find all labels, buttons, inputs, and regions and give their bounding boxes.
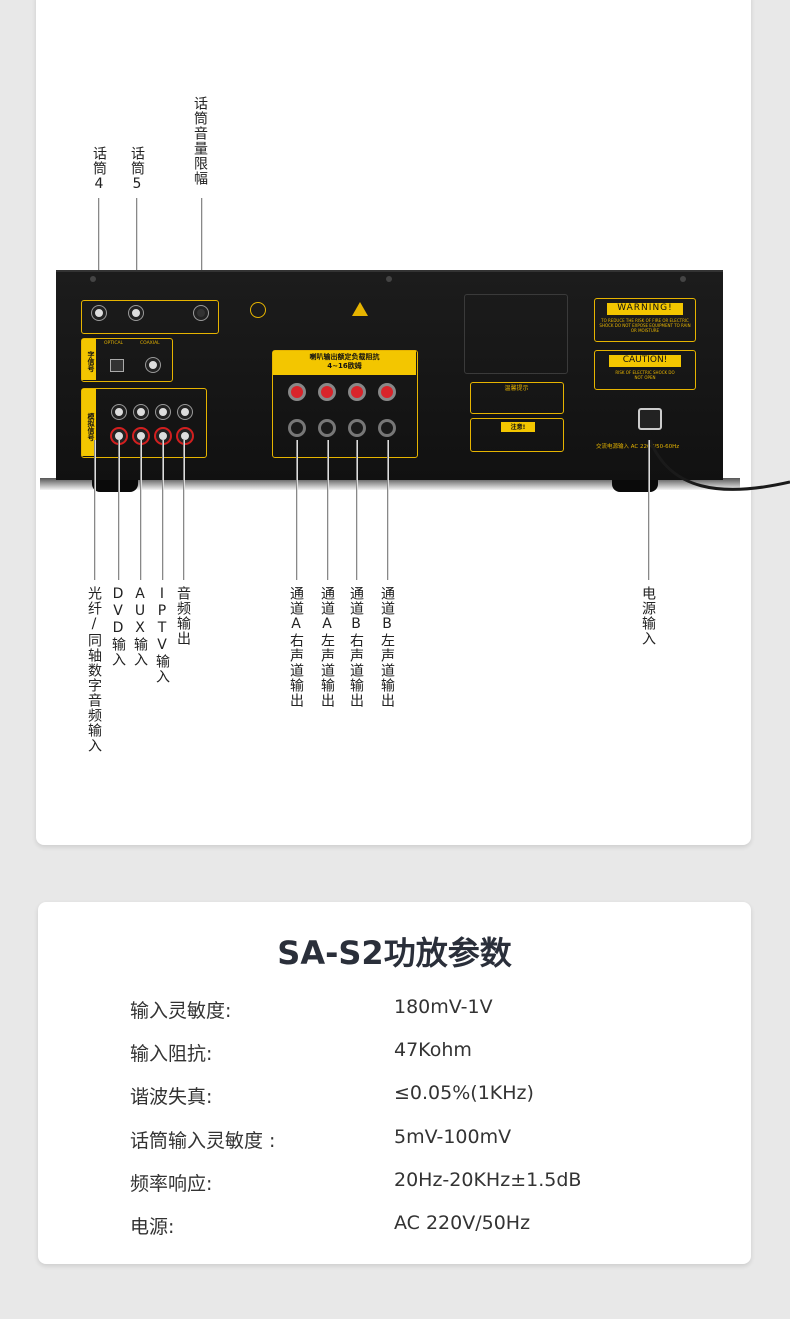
ch-b-left-black-post [378, 419, 396, 437]
label-audio-out: 音频输出 [175, 586, 191, 646]
triangle-icon [352, 302, 368, 316]
label-mic-limit: 话筒音量限幅 [192, 96, 208, 186]
leader-line [356, 440, 358, 580]
iptv-jack-l [156, 405, 170, 419]
optical-port [110, 359, 124, 372]
certification-icon [250, 302, 266, 318]
leader-line [94, 440, 96, 580]
spec-key: 频率响应: [130, 1173, 213, 1195]
screw-icon [90, 276, 96, 282]
leader-line [296, 440, 298, 580]
label-mic4: 话筒4 [91, 146, 107, 193]
mic5-jack [129, 306, 143, 320]
mic-input-box [81, 300, 219, 334]
ch-b-left-red-post [378, 383, 396, 401]
coaxial-jack [146, 358, 160, 372]
leader-line [201, 198, 203, 308]
label-optical-coax: 光纤/同轴数字音频输入 [86, 586, 102, 753]
power-socket-icon [638, 408, 662, 430]
leader-line [648, 440, 650, 580]
label-power-in: 电源输入 [640, 586, 656, 646]
caution-text: RISK OF ELECTRIC SHOCK DO NOT OPEN [615, 370, 675, 380]
leader-line [140, 440, 142, 580]
leader-line [136, 198, 138, 308]
label-ch-b-left: 通道B左声道输出 [379, 586, 395, 708]
ch-a-left-red-post [318, 383, 336, 401]
audio-out-jack-l [178, 405, 192, 419]
ch-a-right-red-post [288, 383, 306, 401]
spec-value: AC 220V/50Hz [394, 1212, 531, 1234]
leader-line [183, 440, 185, 580]
ac-input-label: 交流电源输入 AC 220V/50-60Hz [596, 444, 680, 450]
audio-out-jack-r [178, 429, 192, 443]
label-ch-a-left: 通道A左声道输出 [319, 586, 335, 708]
warm-tip-title: 温馨提示 [504, 385, 529, 392]
spec-key: 电源: [130, 1216, 175, 1238]
aux-jack-l [134, 405, 148, 419]
spec-key: 谐波失真: [130, 1086, 213, 1108]
spec-key: 话筒输入灵敏度 : [130, 1130, 276, 1152]
power-cable [648, 439, 790, 491]
screw-icon [680, 276, 686, 282]
optical-label: OPTICAL [104, 341, 124, 346]
screw-icon [386, 276, 392, 282]
spec-value: 5mV-100mV [394, 1126, 512, 1148]
analog-io-box: 模拟信号 [81, 388, 207, 458]
label-iptv: IPTV输入 [154, 586, 170, 684]
spec-value: ≤0.05%(1KHz) [394, 1082, 534, 1104]
ch-b-right-red-post [348, 383, 366, 401]
spec-value: 47Kohm [394, 1039, 472, 1061]
warning-title: WARNING! [607, 303, 683, 315]
dvd-jack-l [112, 405, 126, 419]
label-ch-a-right: 通道A右声道输出 [288, 586, 304, 708]
spec-value: 20Hz-20KHz±1.5dB [394, 1169, 582, 1191]
leader-line [162, 440, 164, 580]
mic4-jack [92, 306, 106, 320]
spec-card: SA-S2功放参数 输入灵敏度: 180mV-1V 输入阻抗: 47Kohm 谐… [38, 902, 751, 1264]
label-mic5: 话筒5 [129, 146, 145, 193]
notice-label: 注意! [501, 422, 535, 432]
spec-value: 180mV-1V [394, 996, 493, 1018]
warning-box: WARNING! TO REDUCE THE RISK OF FIRE OR E… [594, 298, 696, 342]
digital-label: 字信号 [82, 339, 96, 380]
speaker-output-box: 喇叭输出额定负载阻抗 4~16欧姆 [272, 350, 418, 458]
warning-text: TO REDUCE THE RISK OF FIRE OR ELECTRIC S… [599, 318, 691, 333]
ch-a-left-black-post [318, 419, 336, 437]
speaker-header: 喇叭输出额定负载阻抗 4~16欧姆 [273, 351, 416, 375]
digital-input-box: 字信号 OPTICAL COAXIAL [81, 338, 173, 382]
spec-key: 输入灵敏度: [130, 1000, 232, 1022]
spec-title: SA-S2功放参数 [277, 934, 512, 972]
leader-line [98, 198, 100, 308]
blank-plate [464, 294, 568, 374]
caution-box: CAUTION! RISK OF ELECTRIC SHOCK DO NOT O… [594, 350, 696, 390]
warm-tip-box: 温馨提示 [470, 382, 564, 414]
ch-b-right-black-post [348, 419, 366, 437]
caution-title: CAUTION! [609, 355, 681, 367]
label-ch-b-right: 通道B右声道输出 [348, 586, 364, 708]
coaxial-label: COAXIAL [140, 341, 160, 346]
speaker-ohm-text: 4~16欧姆 [327, 362, 362, 371]
panel-base [40, 478, 740, 490]
leader-line [327, 440, 329, 580]
analog-label: 模拟信号 [82, 389, 96, 456]
ch-a-right-black-post [288, 419, 306, 437]
spec-key: 输入阻抗: [130, 1043, 213, 1065]
amplifier-rear-panel: 字信号 OPTICAL COAXIAL 模拟信号 喇叭输出额定负载阻抗 4~16… [56, 270, 723, 480]
label-dvd: DVD输入 [110, 586, 126, 667]
leader-line [118, 440, 120, 580]
notice-box: 注意! [470, 418, 564, 452]
leader-line [387, 440, 389, 580]
label-aux: AUX输入 [132, 586, 148, 667]
mic-limit-knob [194, 306, 208, 320]
speaker-header-text: 喇叭输出额定负载阻抗 [309, 353, 380, 361]
